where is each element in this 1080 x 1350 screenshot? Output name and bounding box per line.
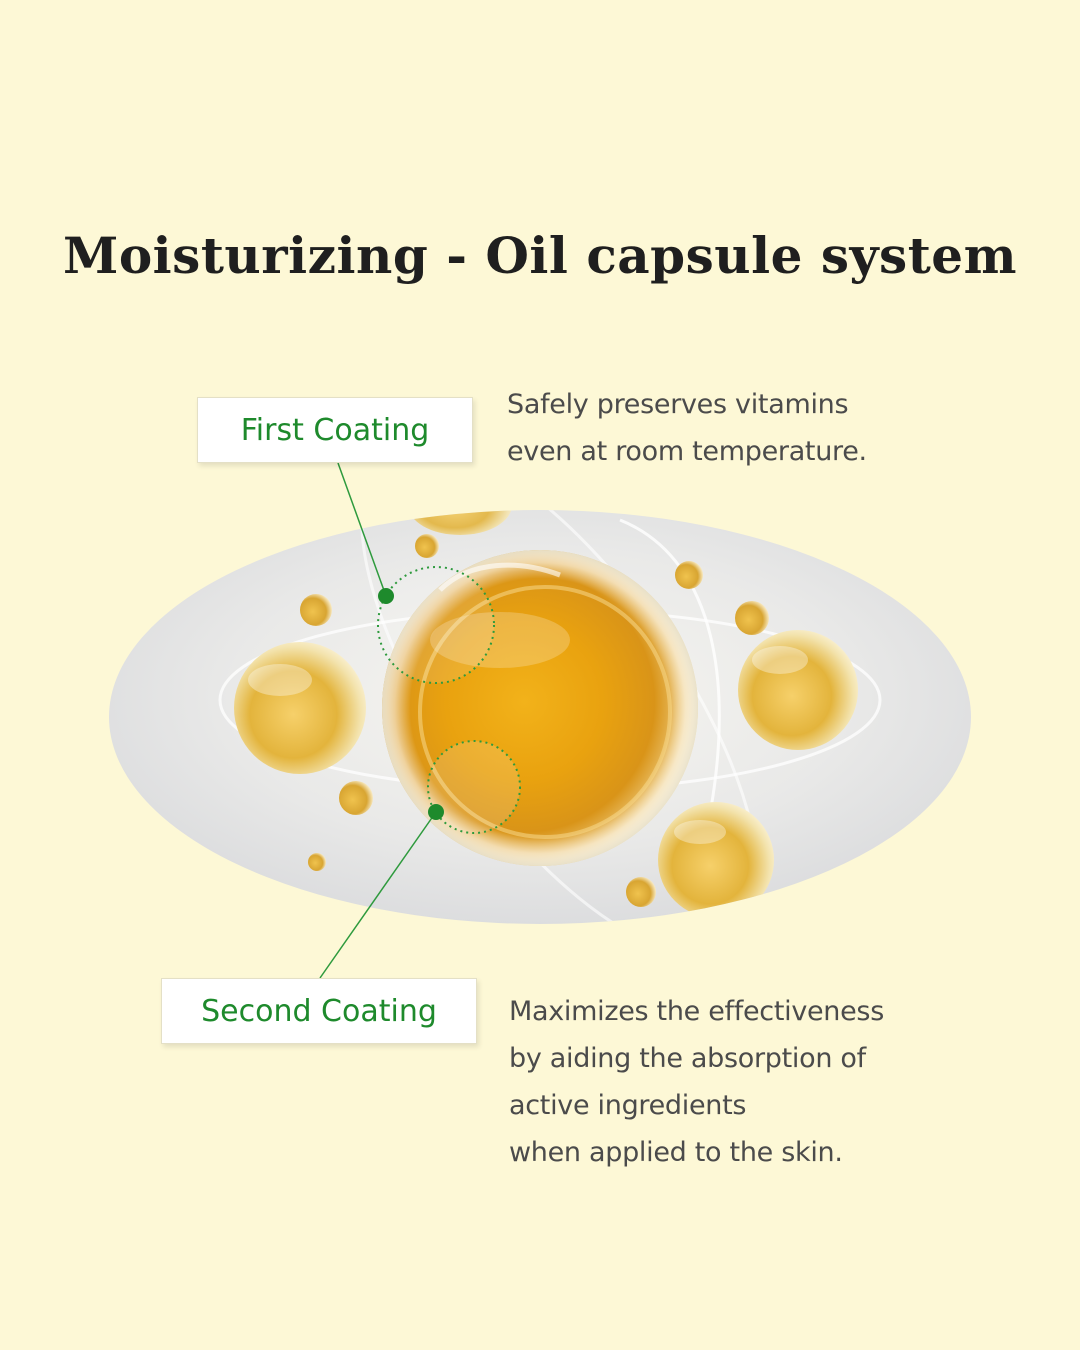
first-coating-description-line: even at room temperature. [507,436,867,467]
second-coating-description-line: by aiding the absorption of [509,1043,866,1074]
medium-oil-bubble-left [234,642,366,774]
first-coating-label: First Coating [197,397,473,463]
first-coating-description: Safely preserves vitamins even at room t… [507,381,1027,475]
first-coating-highlight [377,566,495,684]
first-coating-description-line: Safely preserves vitamins [507,389,849,420]
second-coating-description-line: when applied to the skin. [509,1137,843,1168]
page-title: Moisturizing - Oil capsule system [62,226,1018,285]
second-coating-description-line: Maximizes the effectiveness [509,996,884,1027]
medium-oil-bubble-right [738,630,858,750]
second-coating-highlight [427,740,521,834]
second-coating-connector [319,811,437,979]
second-coating-label: Second Coating [161,978,477,1044]
second-coating-description-line: active ingredients [509,1090,747,1121]
second-coating-description: Maximizes the effectiveness by aiding th… [509,988,1029,1176]
first-coating-connector [337,462,387,597]
